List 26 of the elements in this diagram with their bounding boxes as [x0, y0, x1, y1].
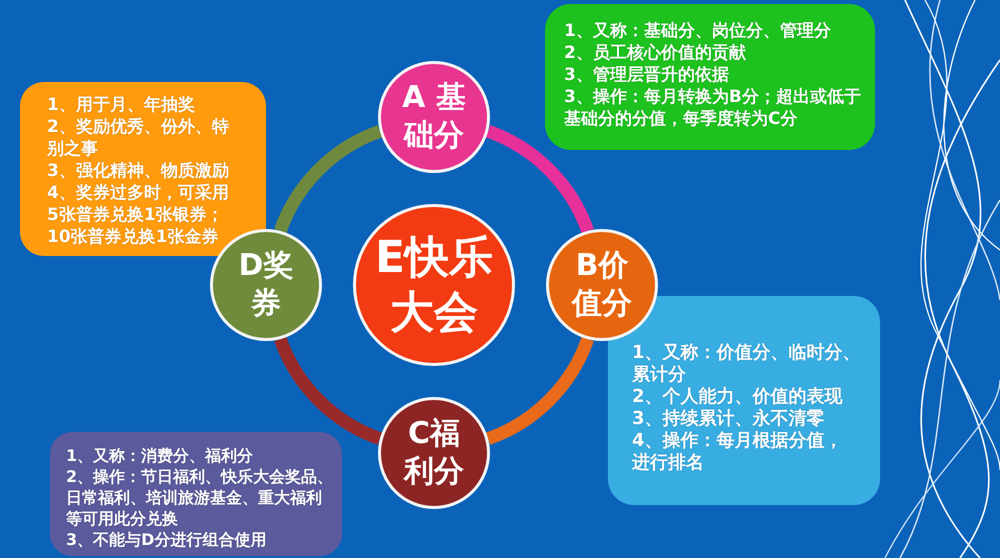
score-title: B价值分 [570, 247, 633, 323]
list-item: 3、强化精神、物质激励 [47, 160, 229, 182]
list-item: 2、奖励优秀、份外、特别之事 [47, 116, 230, 160]
center-title: E快乐大会 [374, 231, 494, 340]
list-item: 3、操作：每月转换为B分；超出或低于基础分的分值，每季度转为C分 [564, 86, 862, 130]
ring-arc [274, 125, 382, 234]
score-title: A 基础分 [401, 79, 467, 155]
ring-arc [274, 336, 382, 445]
ring-arc [486, 125, 594, 234]
score-title: D奖券 [238, 247, 294, 323]
list-item: 4、操作：每月根据分值，进行排名 [632, 430, 844, 474]
list-item: 1、又称：消费分、福利分 [66, 445, 254, 466]
info-box [50, 432, 342, 556]
list-item: 2、个人能力、价值的表现 [632, 386, 843, 408]
list-item: 3、管理层晋升的依据 [564, 64, 729, 86]
list-item: 3、不能与D分进行组合使用 [66, 529, 266, 550]
score-title: C福利分 [402, 415, 465, 491]
list-item: 2、员工核心价值的贡献 [564, 42, 746, 64]
info-box [545, 4, 875, 150]
list-item: 2、操作：节日福利、快乐大会奖品、日常福利、培训旅游基金、重大福利等可用此分兑换 [66, 466, 334, 529]
list-item: 1、又称：价值分、临时分、累计分 [632, 342, 862, 386]
list-item: 1、用于月、年抽奖 [47, 94, 195, 116]
list-item: 1、又称：基础分、岗位分、管理分 [564, 20, 831, 42]
list-item: 4、奖券过多时，可采用5张普券兑换1张银券；10张普券兑换1张金券 [47, 182, 230, 248]
list-item: 3、持续累计、永不清零 [632, 408, 825, 430]
ring-arc [486, 336, 594, 445]
